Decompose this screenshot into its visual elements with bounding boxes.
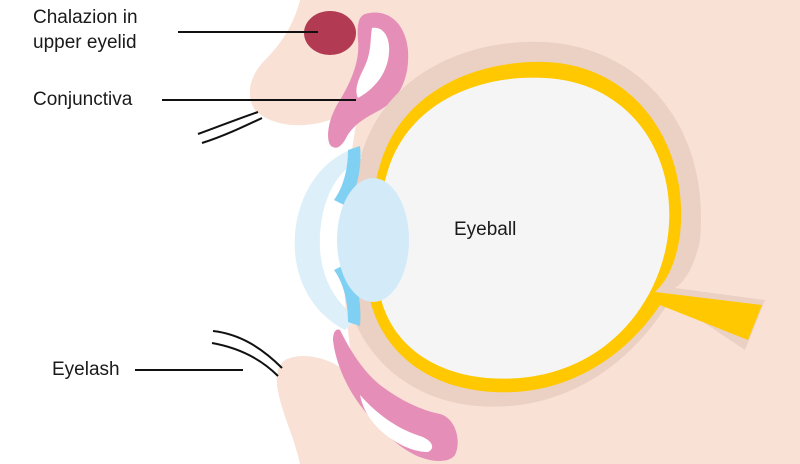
lower-eyelash-1 bbox=[212, 330, 283, 369]
chalazion-label-line2: upper eyelid bbox=[33, 32, 137, 53]
lens bbox=[337, 178, 409, 302]
eyelash-label: Eyelash bbox=[52, 359, 120, 380]
cornea bbox=[294, 148, 362, 330]
upper-fornix bbox=[356, 27, 390, 99]
chalazion-label-line1: Chalazion in bbox=[33, 7, 138, 28]
lower-fornix bbox=[360, 395, 433, 452]
lower-eyelash-2 bbox=[211, 342, 279, 377]
lower-eyelid bbox=[276, 355, 390, 464]
upper-eyelash-1 bbox=[197, 111, 259, 135]
lower-conjunctiva bbox=[333, 329, 458, 462]
eyeball-label: Eyeball bbox=[454, 219, 517, 240]
chalazion bbox=[304, 11, 356, 55]
eyeball-interior bbox=[375, 77, 670, 379]
conjunctiva-label: Conjunctiva bbox=[33, 89, 133, 110]
upper-eyelash-2 bbox=[201, 117, 263, 144]
